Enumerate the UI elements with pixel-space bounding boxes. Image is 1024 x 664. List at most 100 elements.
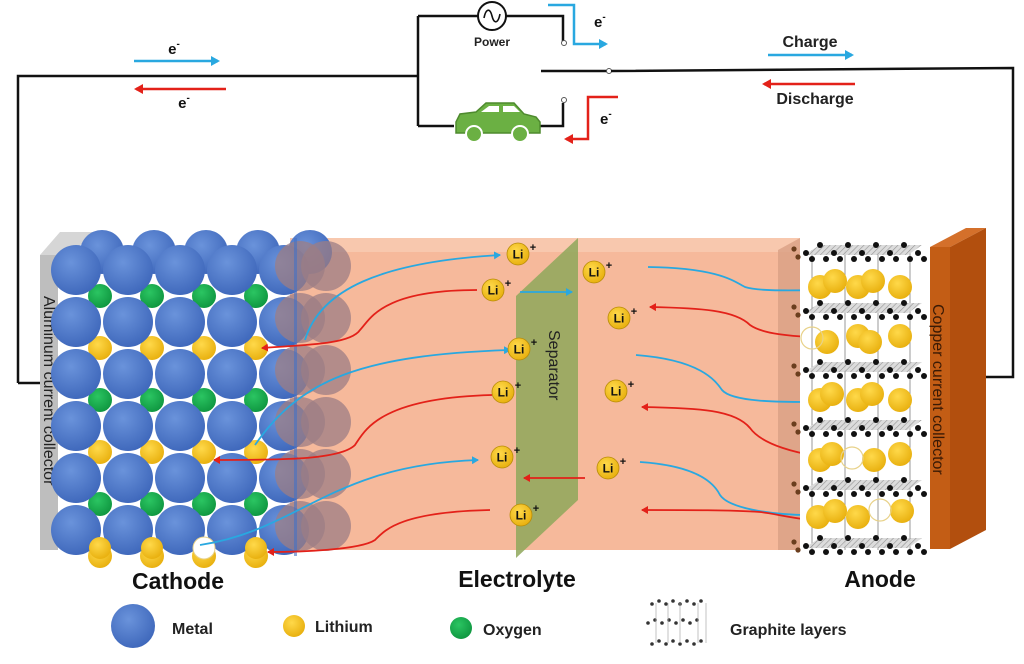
metal-atom (103, 453, 153, 503)
lithium-ion-ball (506, 242, 530, 266)
legend-metal-label: Metal (172, 621, 213, 638)
edge-atom (795, 254, 801, 260)
carbon-atom (893, 314, 899, 320)
lithium-ion: Li+ (481, 278, 511, 302)
metal-atom (51, 453, 101, 503)
charge-path (199, 456, 479, 546)
carbon-atom (915, 250, 921, 256)
carbon-atom (823, 431, 829, 437)
lithium-ion-ball (490, 445, 514, 469)
carbon-atom (893, 373, 899, 379)
lithium-ion-symbol: Li (603, 462, 614, 476)
carbon-atom (837, 549, 843, 555)
legend-carbon-atom (685, 599, 689, 603)
legend-carbon-atom (646, 621, 650, 625)
carbon-atom (845, 417, 851, 423)
carbon-atom (851, 491, 857, 497)
carbon-atom (907, 431, 913, 437)
oxygen-atom (192, 492, 216, 516)
carbon-atom (921, 373, 927, 379)
carbon-atom (803, 425, 809, 431)
lithium-ion-charge: + (514, 445, 520, 457)
edge-atom (795, 547, 801, 553)
carbon-atom (817, 300, 823, 306)
switch-pivot (606, 68, 612, 74)
wire-power-top (418, 14, 565, 42)
legend-carbon-atom (650, 642, 654, 646)
faded-metal-atom (301, 241, 351, 291)
carbon-atom (865, 373, 871, 379)
charge-path (635, 354, 809, 406)
carbon-atom (803, 543, 809, 549)
carbon-atom (887, 485, 893, 491)
carbon-atom (817, 242, 823, 248)
carbon-atom (831, 308, 837, 314)
cathode-label: Cathode (132, 568, 224, 594)
legend-carbon-atom (660, 621, 664, 625)
carbon-atom (845, 242, 851, 248)
legend-lithium-swatch (283, 615, 305, 637)
legend-carbon-atom (650, 602, 654, 606)
oxygen-atom (88, 388, 112, 412)
carbon-atom (915, 425, 921, 431)
faded-metal-atom (301, 501, 351, 551)
carbon-atom (831, 485, 837, 491)
carbon-atom (887, 425, 893, 431)
lithium-ion: Li+ (490, 445, 520, 469)
carbon-atom (921, 431, 927, 437)
carbon-atom (893, 256, 899, 262)
carbon-atom (921, 314, 927, 320)
carbon-atom (873, 477, 879, 483)
lithium-ion-ball (509, 503, 533, 527)
carbon-atom (845, 359, 851, 365)
legend-metal-swatch (111, 604, 155, 648)
lithium-ion-charge: + (533, 503, 539, 515)
lithium-ion-ball (607, 306, 631, 330)
carbon-atom (915, 485, 921, 491)
carbon-atom (865, 431, 871, 437)
lithium-ion-symbol: Li (514, 343, 525, 357)
switch-contact-top (561, 40, 567, 46)
discharge-electron-arrow (564, 95, 618, 144)
carbon-atom (859, 367, 865, 373)
carbon-atom (831, 543, 837, 549)
discharge-label: Discharge (776, 91, 853, 108)
electron-label-discharge: e- (600, 109, 612, 128)
metal-atom (51, 349, 101, 399)
lithium-ion: Li+ (596, 456, 626, 480)
carbon-atom (907, 491, 913, 497)
intercalated-lithium (858, 330, 882, 354)
lithium-atom (192, 440, 216, 464)
oxygen-atom (88, 284, 112, 308)
electrolyte-top-band (290, 238, 800, 252)
edge-atom (791, 539, 797, 545)
edge-atom (795, 429, 801, 435)
intercalated-lithium (888, 388, 912, 412)
intercalated-lithium (888, 275, 912, 299)
carbon-atom (921, 256, 927, 262)
carbon-atom (823, 314, 829, 320)
carbon-atom (831, 367, 837, 373)
intercalated-lithium (815, 330, 839, 354)
lithium-ion-ball (481, 278, 505, 302)
carbon-atom (851, 256, 857, 262)
carbon-atom (803, 308, 809, 314)
oxygen-atom (88, 492, 112, 516)
carbon-atom (809, 373, 815, 379)
carbon-atom (823, 256, 829, 262)
cathode-lattice (51, 230, 332, 568)
lithium-ion-symbol: Li (488, 284, 499, 298)
metal-atom (207, 505, 257, 555)
legend-carbon-atom (657, 639, 661, 643)
carbon-atom (915, 367, 921, 373)
lithium-vacancy (840, 446, 864, 470)
electrolyte-side-face (778, 238, 800, 550)
carbon-atom (893, 549, 899, 555)
carbon-atom (837, 491, 843, 497)
wire-left (16, 74, 418, 383)
legend-carbon-atom (688, 621, 692, 625)
charge-path (639, 461, 809, 519)
carbon-atom (907, 256, 913, 262)
lithium-atom (88, 440, 112, 464)
